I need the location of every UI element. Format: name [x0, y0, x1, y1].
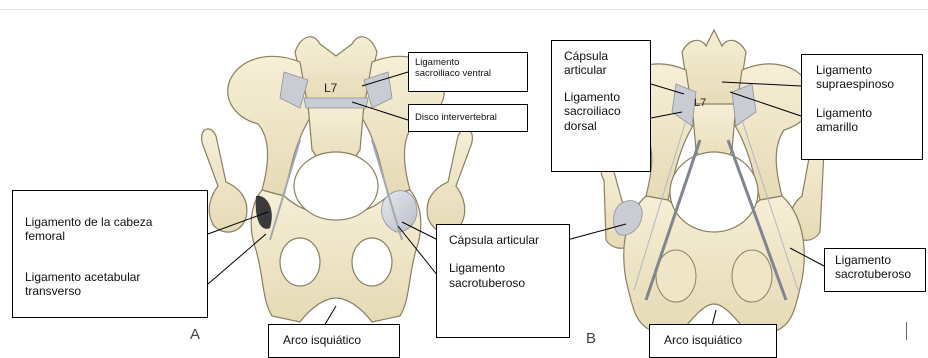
panel-a-letter: A [190, 326, 200, 343]
leader-a-arch [324, 306, 336, 326]
label-sacrotuberous-a: Ligamento sacrotuberoso [449, 261, 557, 290]
label-group-a-right: Cápsula articular Ligamento sacrotuberos… [436, 224, 570, 338]
panel-b-left-obturator [656, 250, 696, 302]
label-group-a-left: Ligamento de la cabeza femoral Ligamento… [12, 190, 208, 318]
label-joint-capsule-a: Cápsula articular [449, 233, 557, 247]
panel-b-vertebra-label: L7 [694, 97, 706, 109]
panel-a-pelvic-inlet [294, 152, 378, 220]
label-group-b-right: Ligamento supraespinoso Ligamento amaril… [801, 54, 923, 160]
label-ischial-arch-a: Arco isquiático [268, 324, 400, 358]
label-ischial-arch-b: Arco isquiático [649, 324, 777, 358]
leader-a-acetabular [208, 234, 266, 284]
label-intervertebral-disc: Disco intervertebral [408, 104, 528, 132]
panel-b-right-obturator [732, 250, 772, 302]
panel-a-left-femur [202, 129, 247, 232]
label-group-b-left: Cápsula articular Ligamento sacroiliaco … [551, 40, 651, 172]
label-supraspinous: Ligamento supraespinoso [816, 63, 908, 92]
side-divider [906, 322, 907, 340]
label-femoral-head-ligament: Ligamento de la cabeza femoral [25, 215, 195, 244]
label-acetabular-ligament: Ligamento acetabular transverso [25, 270, 195, 299]
panel-a-right-femur [427, 129, 472, 232]
panel-b-letter: B [586, 330, 596, 346]
label-dorsal-ligament: Ligamento sacroiliaco dorsal [564, 90, 638, 133]
panel-a-disc [304, 98, 368, 108]
panel-a-right-obturator [352, 238, 392, 286]
panel-a-vertebra-label: L7 [324, 81, 338, 95]
panel-a-left-obturator [280, 238, 320, 286]
label-sacrotuberous-b: Ligamento sacrotuberoso [824, 248, 926, 292]
label-capsule-b: Cápsula articular [564, 49, 638, 78]
label-sacroiliac-ventral: Ligamento sacroiliaco ventral [408, 52, 528, 92]
label-yellow-ligament: Ligamento amarillo [816, 106, 908, 135]
